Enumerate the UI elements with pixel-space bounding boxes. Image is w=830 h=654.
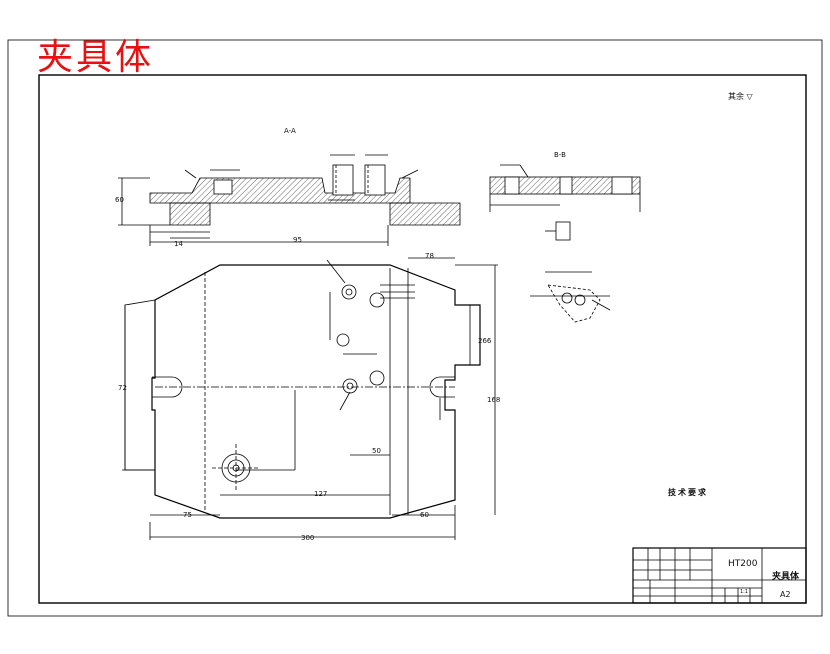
inner-border — [38, 74, 807, 604]
dim-label: 266 — [478, 337, 492, 345]
material-label: HT200 — [728, 559, 758, 569]
section-view-a — [118, 154, 461, 246]
plan-view — [122, 257, 498, 540]
tech-requirements-heading: 技术要求 — [668, 488, 708, 497]
red-overlay-title: 夹具体 — [37, 37, 155, 78]
dim-label: 60 — [420, 511, 429, 519]
title-block — [632, 547, 807, 604]
dim-label: 72 — [118, 384, 127, 392]
dim-label: 75 — [183, 511, 192, 519]
outer-border — [7, 39, 823, 617]
sheet-size-label: A2 — [780, 590, 791, 599]
section-label-a: A-A — [284, 127, 296, 135]
dim-label: 50 — [372, 447, 381, 455]
surface-finish-note: 其余 ▽ — [728, 92, 753, 101]
dim-label: 78 — [425, 252, 434, 260]
dim-label: 127 — [314, 490, 328, 498]
roughness-symbol-icon: ▽ — [746, 92, 753, 101]
dim-label: 14 — [174, 240, 183, 248]
detail-view — [530, 271, 611, 323]
dim-label: 60 — [115, 196, 124, 204]
scale-label: 1:1 — [740, 589, 749, 595]
section-view-b — [489, 164, 641, 241]
dim-label: 168 — [487, 396, 501, 404]
dim-label: 300 — [301, 534, 315, 542]
dim-label: 95 — [293, 236, 302, 244]
section-label-b: B-B — [554, 151, 566, 159]
surface-finish-label: 其余 — [728, 92, 744, 101]
part-name-label: 夹具体 — [772, 572, 800, 582]
